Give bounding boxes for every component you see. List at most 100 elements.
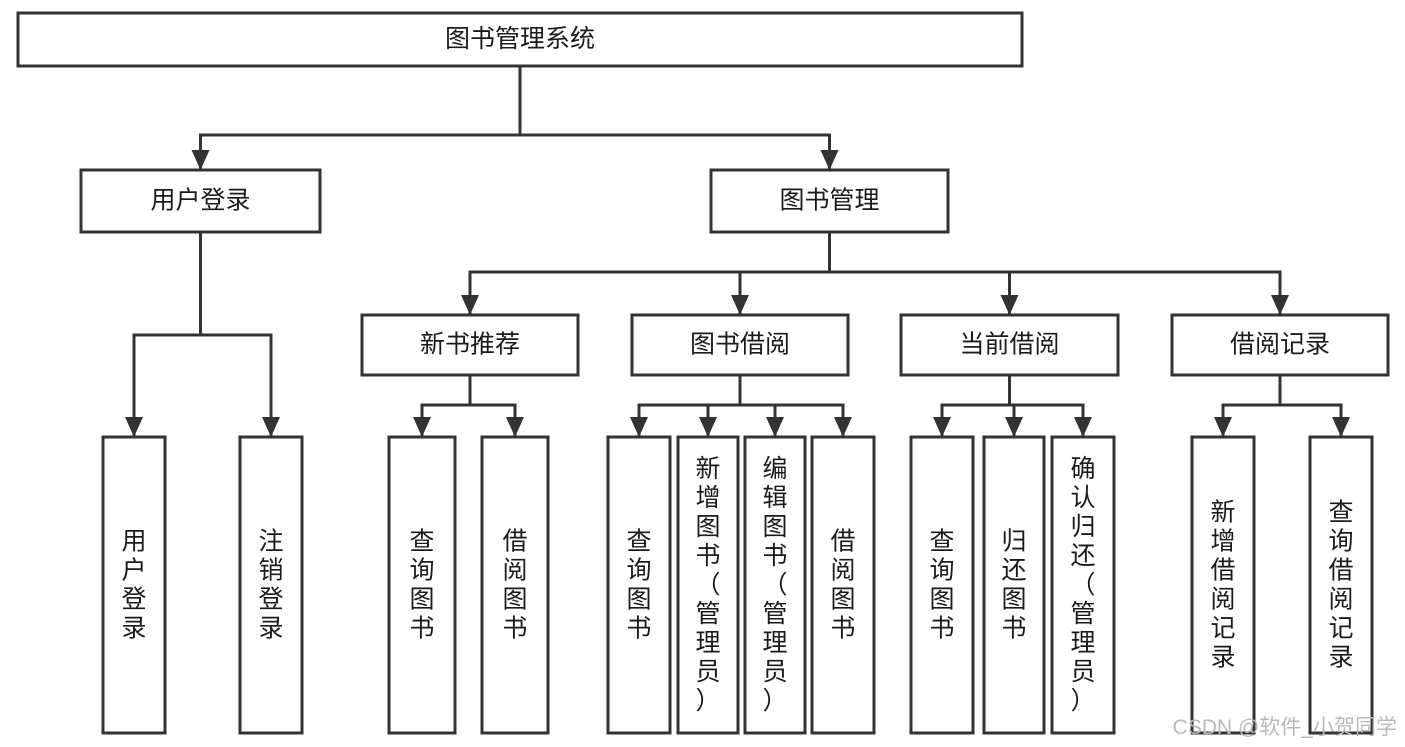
node-current-borrow-box[interactable] — [899, 313, 1120, 377]
arrow-head-icon — [766, 417, 784, 437]
svg-text:询: 询 — [929, 557, 954, 585]
svg-text:户: 户 — [121, 557, 146, 585]
node-current-borrow[interactable]: 当前借阅 — [899, 313, 1120, 377]
node-leaf-confirm-return-box[interactable] — [1050, 435, 1116, 735]
arrow-head-icon — [630, 417, 648, 437]
svg-text:借: 借 — [1210, 557, 1235, 585]
node-book-mgmt-box[interactable] — [709, 168, 950, 234]
svg-text:录: 录 — [258, 615, 283, 643]
node-book-borrow-box[interactable] — [630, 313, 850, 377]
svg-text:图: 图 — [502, 586, 527, 614]
arrow-head-icon — [1074, 417, 1092, 437]
node-leaf-return-book-box[interactable] — [982, 435, 1046, 735]
node-book-mgmt[interactable]: 图书管理 — [709, 168, 950, 234]
arrow-head-icon — [1214, 417, 1232, 437]
node-borrow-record-box[interactable] — [1170, 313, 1390, 377]
svg-text:（: （ — [1070, 571, 1095, 599]
node-current-borrow-label: 当前借阅 — [959, 331, 1059, 359]
svg-text:管: 管 — [695, 600, 720, 628]
arrow-head-icon — [933, 417, 951, 437]
node-leaf-query-book-3-box[interactable] — [909, 435, 975, 735]
svg-text:管: 管 — [762, 600, 787, 628]
connectors-layer — [125, 64, 1350, 438]
svg-text:阅: 阅 — [1328, 586, 1353, 614]
node-leaf-edit-book-box[interactable] — [743, 435, 807, 735]
svg-text:书: 书 — [409, 615, 434, 643]
svg-text:理: 理 — [1070, 629, 1095, 657]
svg-text:员: 员 — [762, 658, 787, 686]
node-new-book-rec[interactable]: 新书推荐 — [360, 313, 580, 377]
svg-text:查: 查 — [929, 528, 954, 556]
svg-text:借: 借 — [830, 528, 855, 556]
arrow-head-icon — [731, 295, 749, 315]
svg-text:记: 记 — [1210, 615, 1235, 643]
arrow-head-icon — [1332, 417, 1350, 437]
node-leaf-query-book-1-box[interactable] — [387, 435, 457, 735]
node-book-borrow[interactable]: 图书借阅 — [630, 313, 850, 377]
svg-text:书: 书 — [502, 615, 527, 643]
node-leaf-borrow-book-1-box[interactable] — [480, 435, 550, 735]
svg-text:新: 新 — [1210, 499, 1235, 527]
node-leaf-query-record-box[interactable] — [1308, 435, 1374, 735]
svg-text:还: 还 — [1001, 557, 1026, 585]
node-leaf-query-book-2-box[interactable] — [606, 435, 672, 735]
svg-text:阅: 阅 — [830, 557, 855, 585]
svg-text:阅: 阅 — [1210, 586, 1235, 614]
svg-text:图: 图 — [830, 586, 855, 614]
svg-text:注: 注 — [258, 528, 283, 556]
svg-text:查: 查 — [1328, 499, 1353, 527]
node-leaf-add-book-box[interactable] — [676, 435, 740, 735]
node-leaf-borrow-book-2-box[interactable] — [810, 435, 876, 735]
node-leaf-user-login-box[interactable] — [101, 435, 167, 735]
svg-text:确: 确 — [1070, 455, 1095, 483]
svg-text:借: 借 — [502, 528, 527, 556]
node-borrow-record[interactable]: 借阅记录 — [1170, 313, 1390, 377]
svg-text:询: 询 — [626, 557, 651, 585]
svg-text:增: 增 — [695, 484, 720, 512]
node-root-system-box[interactable] — [16, 11, 1024, 68]
svg-text:书: 书 — [1001, 615, 1026, 643]
arrow-head-icon — [834, 417, 852, 437]
svg-text:员: 员 — [695, 658, 720, 686]
nodes-layer: 图书管理系统用户登录图书管理新书推荐图书借阅当前借阅借阅记录用户登录注销登录查询… — [16, 11, 1390, 735]
node-new-book-rec-box[interactable] — [360, 313, 580, 377]
svg-text:借: 借 — [1328, 557, 1353, 585]
arrow-head-icon — [506, 417, 524, 437]
svg-text:（: （ — [695, 571, 720, 599]
svg-text:）: ） — [762, 687, 787, 715]
svg-text:查: 查 — [626, 528, 651, 556]
svg-text:书: 书 — [762, 542, 787, 570]
node-leaf-logout-box[interactable] — [238, 435, 304, 735]
arrow-head-icon — [1005, 417, 1023, 437]
node-root-system[interactable]: 图书管理系统 — [16, 11, 1024, 68]
arrow-head-icon — [820, 150, 839, 170]
node-leaf-add-record-box[interactable] — [1190, 435, 1256, 735]
node-leaf-user-login[interactable]: 用户登录 — [101, 435, 167, 735]
svg-text:归: 归 — [1001, 528, 1026, 556]
node-user-login[interactable]: 用户登录 — [79, 168, 322, 234]
arrow-head-icon — [125, 417, 143, 437]
svg-text:）: ） — [695, 687, 720, 715]
svg-text:理: 理 — [762, 629, 787, 657]
svg-text:图: 图 — [409, 586, 434, 614]
arrow-head-icon — [461, 295, 479, 315]
node-user-login-box[interactable] — [79, 168, 322, 234]
